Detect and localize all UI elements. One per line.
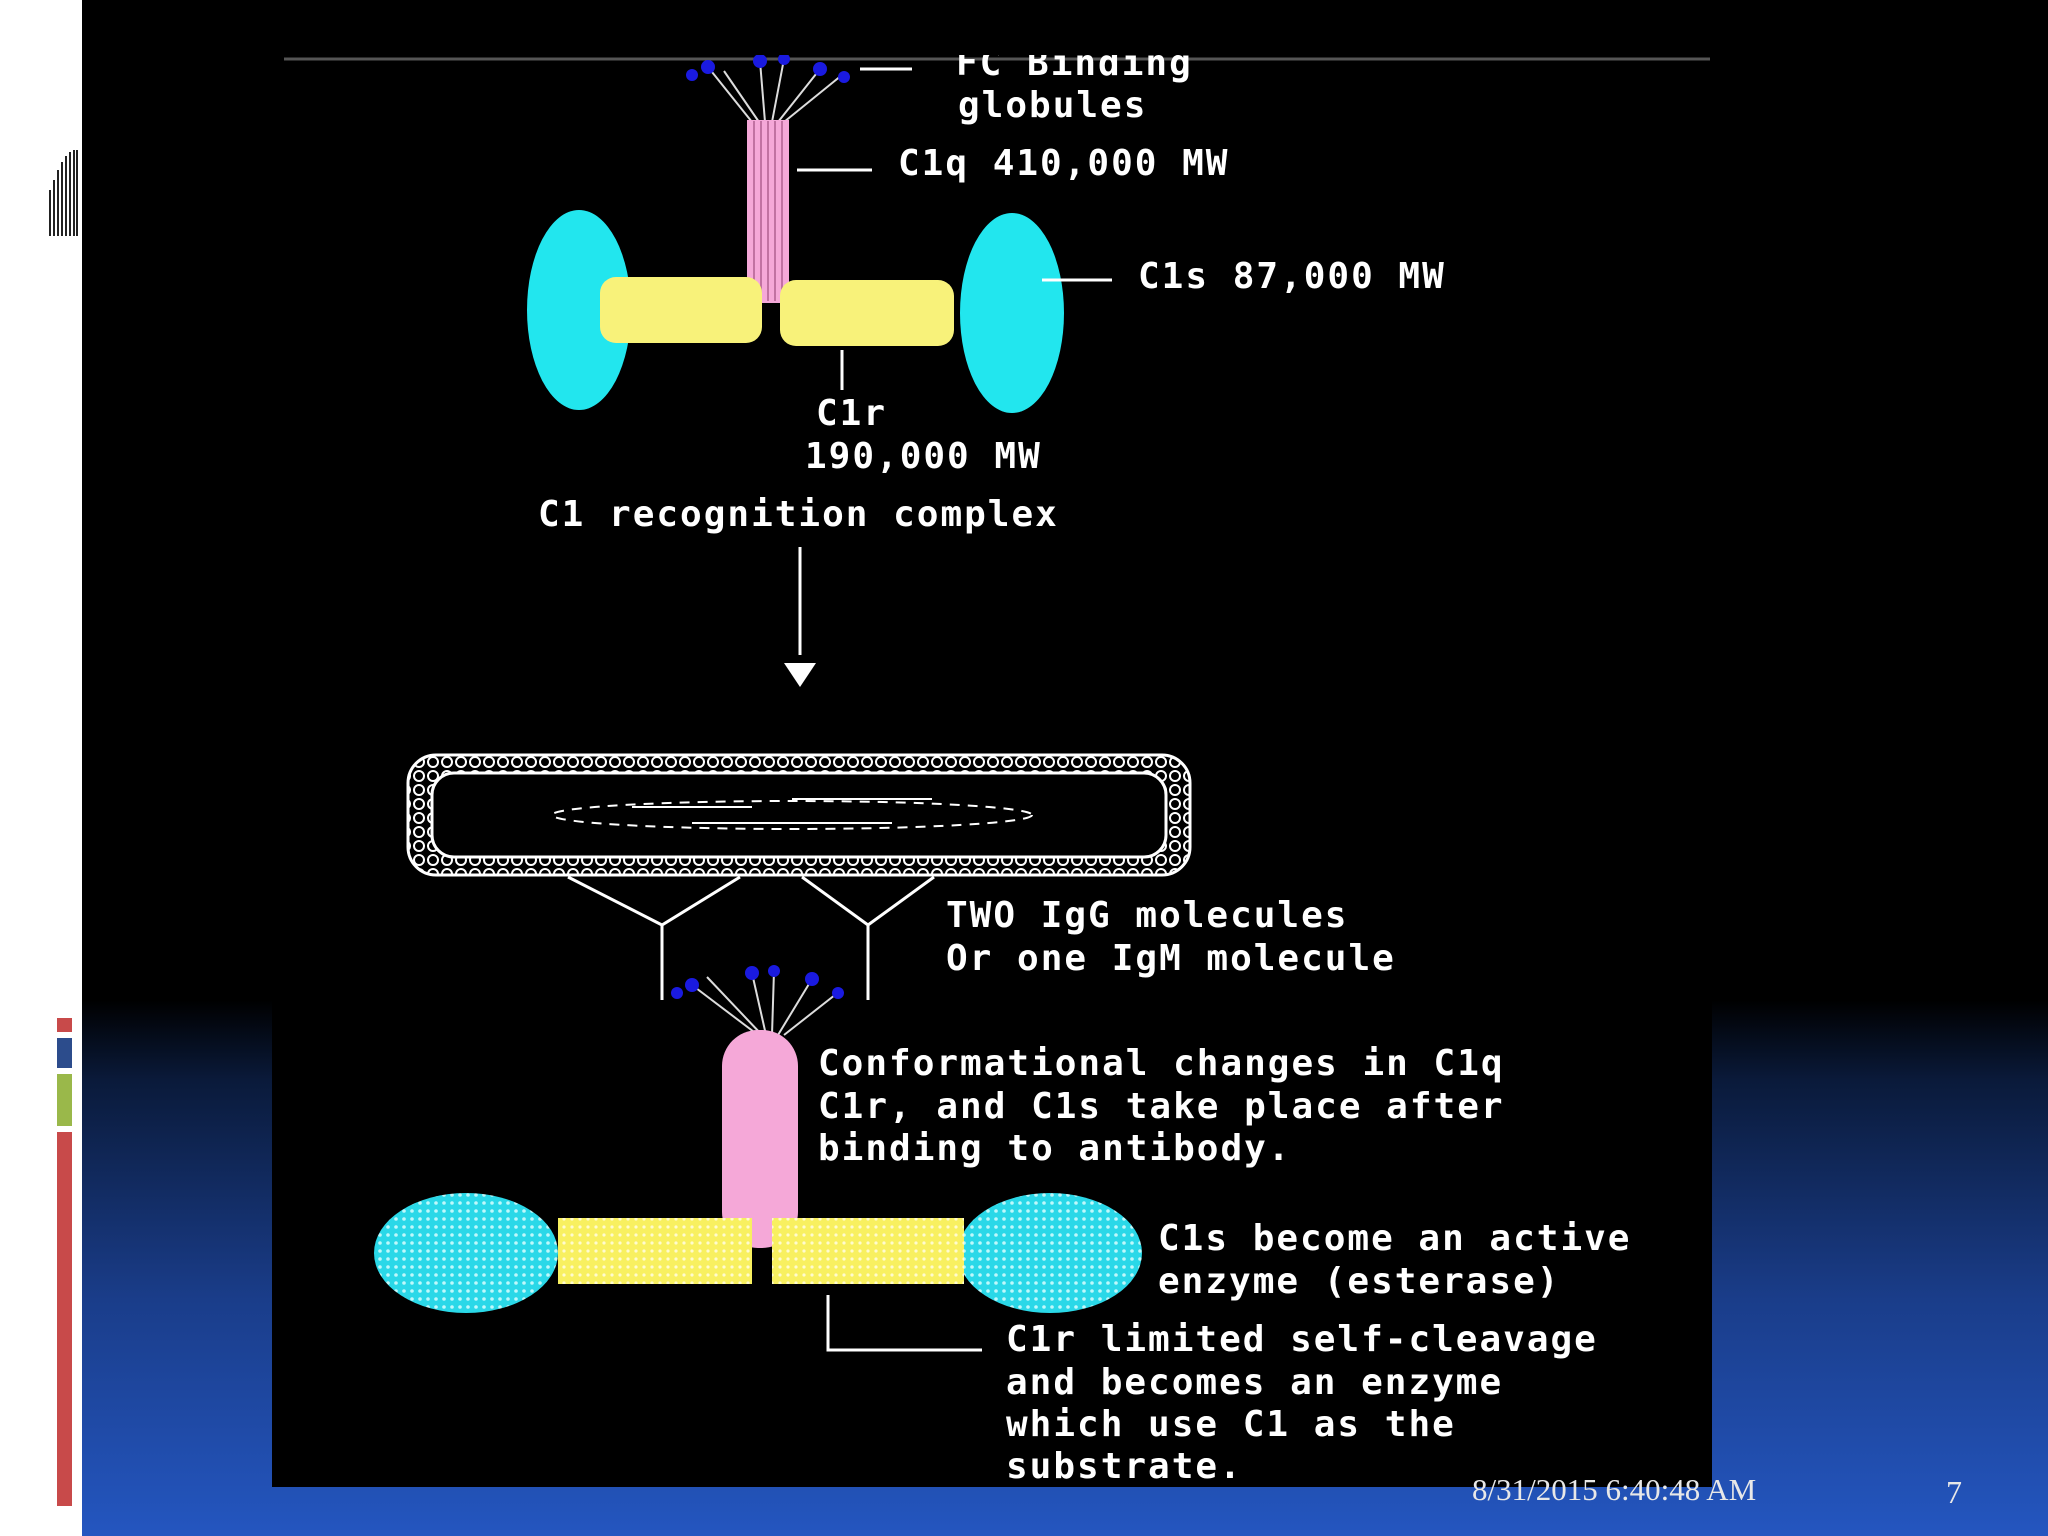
label-conf-2: C1r, and C1s take place after: [818, 1086, 1505, 1127]
label-c1s: C1s 87,000 MW: [1138, 256, 1446, 297]
fc-binding-globules-bottom: [671, 965, 844, 999]
label-active-2: enzyme (esterase): [1158, 1261, 1560, 1302]
c1q-stalks-top: [707, 58, 843, 123]
hatch-lines-decor: [49, 150, 78, 236]
c1s-right-globule: [960, 213, 1064, 413]
label-c1r-2: 190,000 MW: [805, 436, 1042, 477]
antigen-inner: [551, 800, 1033, 830]
label-active-1: C1s become an active: [1158, 1218, 1631, 1259]
label-conf-1: Conformational changes in C1q: [818, 1043, 1505, 1084]
c1s-left-globule: [527, 210, 631, 410]
label-cleave-2: and becomes an enzyme: [1006, 1362, 1503, 1403]
label-complex-title: C1 recognition complex: [538, 494, 1059, 535]
c1s-left-active: [374, 1193, 558, 1313]
stripe-red-small: [57, 1018, 72, 1032]
c1r-left-bar: [600, 277, 762, 343]
label-c1r-1: C1r: [816, 393, 887, 434]
slide-number: 7: [1946, 1474, 1962, 1510]
left-decor-bar: [0, 0, 82, 1536]
label-igg-1: TWO IgG molecules: [946, 895, 1348, 936]
stripe-blue: [57, 1038, 72, 1068]
c1r-right-bar: [780, 280, 954, 346]
footer-date: 8/31/2015 6:40:48 AM: [1472, 1472, 1757, 1507]
c1-complex-diagram: FC Binding globules C1q 410,000 MW C1s 8…: [272, 55, 1712, 1487]
c1s-right-active: [958, 1193, 1142, 1313]
label-c1q: C1q 410,000 MW: [898, 143, 1229, 184]
label-conf-3: binding to antibody.: [818, 1128, 1291, 1169]
c1r-right-active: [772, 1218, 964, 1284]
stripe-red-long: [57, 1132, 72, 1506]
c1q-stalks-bottom: [691, 970, 841, 1036]
label-cleave-1: C1r limited self-cleavage: [1006, 1319, 1598, 1360]
label-cleave-3: which use C1 as the: [1006, 1404, 1456, 1445]
stripe-green: [57, 1074, 72, 1126]
label-igg-2: Or one IgM molecule: [946, 938, 1396, 979]
diagram-svg: FC Binding globules C1q 410,000 MW C1s 8…: [284, 55, 1710, 1487]
leader-cleavage: [826, 1295, 982, 1352]
igg-molecules: [567, 875, 935, 1000]
c1r-left-active: [558, 1218, 752, 1284]
arrow-head: [784, 663, 816, 687]
label-fc-1: FC Binding: [956, 55, 1193, 84]
label-fc-2: globules: [958, 85, 1147, 126]
label-cleave-4: substrate.: [1006, 1446, 1243, 1487]
fc-binding-globules-top: [686, 55, 850, 83]
c1q-stalk-bottom: [722, 1030, 798, 1248]
